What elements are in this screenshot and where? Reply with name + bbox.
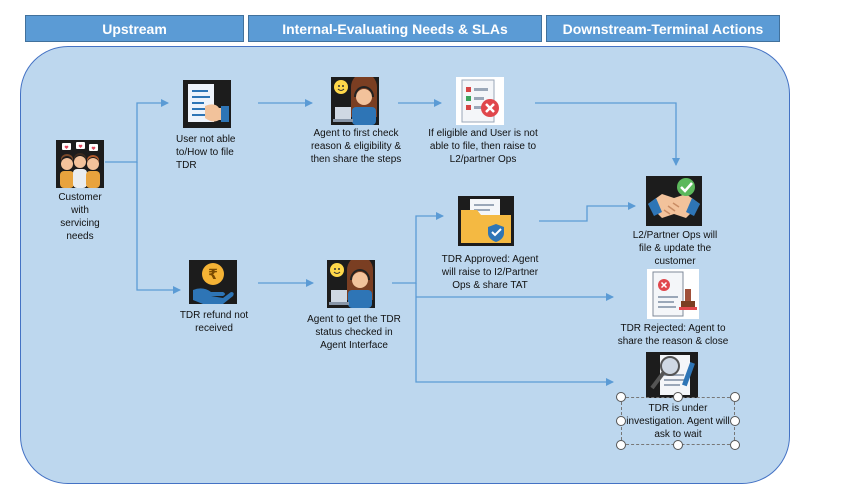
node-user-not-able-label: User not able to/How to file TDR <box>176 134 236 171</box>
arrow-eligible-to-l2 <box>535 102 680 166</box>
resize-handle-top-right[interactable] <box>730 392 740 402</box>
people-with-hearts-icon <box>56 140 104 188</box>
arrow-customer-to-user <box>105 99 169 163</box>
flow-panel <box>20 46 790 484</box>
node-tdr-approved-label: TDR Approved: Agent will raise to I2/Par… <box>441 254 539 291</box>
magnifier-document-icon <box>646 352 698 398</box>
node-if-eligible-label: If eligible and User is not able to file… <box>428 128 538 165</box>
resize-handle-middle-left[interactable] <box>616 416 626 426</box>
svg-text:₹: ₹ <box>208 267 218 283</box>
resize-handle-bottom-center[interactable] <box>673 440 683 450</box>
agent-headset-laptop-icon <box>331 77 379 125</box>
arrow-customer-to-refund <box>136 162 181 294</box>
header-downstream: Downstream-Terminal Actions <box>546 15 780 42</box>
node-customer-label: Customer with servicing needs <box>58 192 102 242</box>
header-upstream: Upstream <box>25 15 244 42</box>
resize-handle-bottom-right[interactable] <box>730 440 740 450</box>
node-l2-partner-ops-label: L2/Partner Ops will file & update the cu… <box>632 230 718 267</box>
agent-headset-laptop-icon <box>327 260 375 308</box>
arrow-agent-to-approved <box>392 212 444 284</box>
secure-folder-icon <box>458 196 514 246</box>
node-agent-first-check-label: Agent to first check reason & eligibilit… <box>310 128 402 165</box>
resize-handle-top-left[interactable] <box>616 392 626 402</box>
node-tdr-refund-label: TDR refund not received <box>179 310 249 334</box>
node-tdr-rejected-label: TDR Rejected: Agent to share the reason … <box>617 323 729 347</box>
handshake-check-icon <box>646 176 702 226</box>
rejected-checklist-icon <box>456 77 504 125</box>
arrow-agent-to-investigation <box>415 283 614 386</box>
node-tdr-investigation-label: TDR is under investigation. Agent will a… <box>626 403 730 440</box>
rejected-stamp-document-icon <box>647 269 699 319</box>
arrow-approved-to-l2 <box>539 202 636 222</box>
resize-handle-middle-right[interactable] <box>730 416 740 426</box>
resize-handle-bottom-left[interactable] <box>616 440 626 450</box>
node-agent-get-status-label: Agent to get the TDR status checked in A… <box>307 314 401 351</box>
document-hand-icon <box>183 80 231 128</box>
resize-handle-top-center[interactable] <box>673 392 683 402</box>
rupee-hand-icon: ₹ <box>189 260 237 304</box>
header-internal: Internal-Evaluating Needs & SLAs <box>248 15 542 42</box>
